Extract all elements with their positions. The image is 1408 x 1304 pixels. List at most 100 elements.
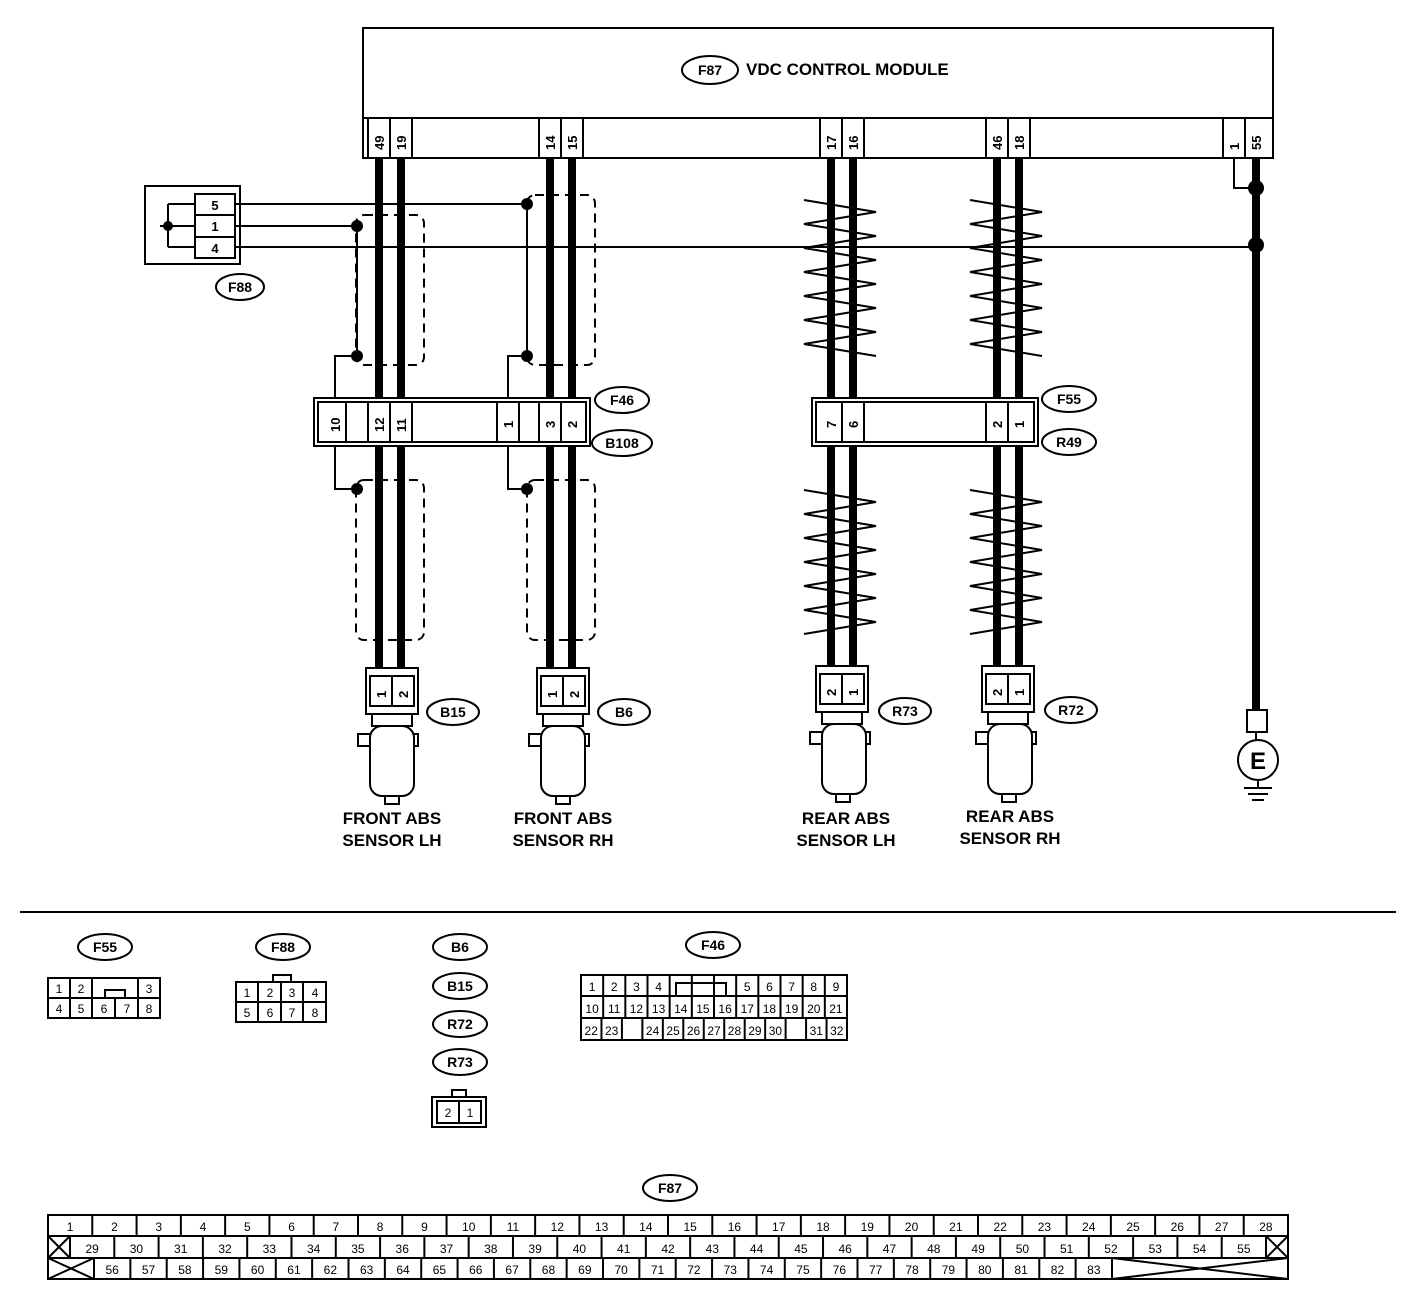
pin-cell: 20 [807, 1002, 821, 1016]
pin-cell: 13 [595, 1220, 609, 1234]
f88-pin: 5 [211, 198, 218, 213]
pin-cell: 19 [785, 1002, 799, 1016]
pin-cell: 7 [124, 1002, 131, 1016]
pin-cell: 4 [312, 986, 319, 1000]
pin-cell: 76 [833, 1263, 847, 1277]
connector-badge: F88 [271, 939, 295, 955]
pin-cell: 2 [445, 1106, 452, 1120]
pin-cell: 14 [639, 1220, 653, 1234]
joint-badge: F46 [610, 392, 634, 408]
pin-cell: 28 [728, 1024, 742, 1038]
pin-cell: 68 [542, 1263, 556, 1277]
pin-cell: 1 [67, 1220, 74, 1234]
pin-cell: 11 [507, 1220, 520, 1234]
pin-cell: 32 [218, 1242, 232, 1256]
pin-cell: 15 [683, 1220, 697, 1234]
pin-cell: 34 [307, 1242, 321, 1256]
pin-cell: 73 [724, 1263, 738, 1277]
pin-cell: 12 [630, 1002, 644, 1016]
pin-cell: 54 [1193, 1242, 1207, 1256]
pin-cell: 70 [614, 1263, 628, 1277]
pin-cell: 22 [585, 1024, 599, 1038]
pin-cell: 6 [766, 980, 773, 994]
pin-cell: 59 [215, 1263, 229, 1277]
f88-pin: 4 [211, 241, 219, 256]
pin-cell: 77 [869, 1263, 883, 1277]
module-pin: 1 [1227, 143, 1242, 150]
pin-cell: 45 [794, 1242, 808, 1256]
sensor-pin: 2 [990, 689, 1005, 696]
sensor-pin: 2 [824, 689, 839, 696]
f88-wires [235, 198, 1256, 248]
pin-cell: 72 [687, 1263, 701, 1277]
module-pin: 14 [543, 135, 558, 150]
pin-cell: 43 [706, 1242, 720, 1256]
pin-cell: 17 [741, 1002, 755, 1016]
pin-cell: 6 [288, 1220, 295, 1234]
pin-cell: 46 [839, 1242, 853, 1256]
pin-cell: 19 [861, 1220, 875, 1234]
pin-cell: 65 [433, 1263, 447, 1277]
pin-cell: 18 [763, 1002, 777, 1016]
pin-cell: 22 [993, 1220, 1007, 1234]
module-badge: F87 [698, 62, 722, 78]
ground-wire: E [1233, 158, 1279, 801]
pin-cell: 29 [748, 1024, 762, 1038]
pin-cell: 3 [155, 1220, 162, 1234]
pin-cell: 11 [608, 1002, 621, 1016]
joint-pin: 11 [394, 418, 409, 432]
pin-cell: 9 [421, 1220, 428, 1234]
pin-cell: 4 [56, 1002, 63, 1016]
pin-cell: 4 [200, 1220, 207, 1234]
pin-cell: 67 [505, 1263, 519, 1277]
pin-cell: 20 [905, 1220, 919, 1234]
pin-cell: 31 [174, 1242, 188, 1256]
module-pin: 17 [824, 136, 839, 150]
pin-cell: 2 [611, 980, 618, 994]
pin-cell: 15 [696, 1002, 710, 1016]
pin-cell: 1 [589, 980, 596, 994]
pin-cell: 71 [651, 1263, 665, 1277]
pin-cell: 1 [244, 986, 251, 1000]
module-pin: 15 [565, 136, 580, 150]
pin-cell: 5 [244, 1220, 251, 1234]
sensor-label: SENSOR LH [796, 831, 895, 850]
pin-cell: 10 [585, 1002, 599, 1016]
pin-cell: 7 [289, 1006, 296, 1020]
sensor-rear-rh: 2 1 R72 REAR ABS SENSOR RH [959, 665, 1098, 848]
pin-cell: 63 [360, 1263, 374, 1277]
pin-cell: 30 [769, 1024, 783, 1038]
pin-cell: 35 [351, 1242, 365, 1256]
joint-pin: 6 [846, 421, 861, 428]
pin-cell: 3 [633, 980, 640, 994]
pin-cell: 74 [760, 1263, 774, 1277]
joint-badge: R49 [1056, 434, 1082, 450]
pin-cell: 2 [78, 982, 85, 996]
pin-cell: 49 [971, 1242, 985, 1256]
sensor-label: SENSOR LH [342, 831, 441, 850]
pin-cell: 21 [829, 1002, 843, 1016]
module-pin: 49 [372, 136, 387, 150]
pin-cell: 44 [750, 1242, 764, 1256]
pin-cell: 3 [289, 986, 296, 1000]
pin-cell: 18 [816, 1220, 830, 1234]
sensor-pin: 1 [374, 691, 389, 698]
connector-badge: R72 [447, 1016, 473, 1032]
sensor-front-lh: 1 2 B15 FRONT ABS SENSOR LH [342, 667, 480, 850]
pin-cell: 28 [1259, 1220, 1273, 1234]
pin-cell: 30 [130, 1242, 144, 1256]
joint-badge: B108 [605, 435, 639, 451]
pin-cell: 8 [377, 1220, 384, 1234]
module-pin: 19 [394, 136, 409, 150]
connector-badge: R73 [447, 1054, 473, 1070]
pin-cell: 52 [1104, 1242, 1118, 1256]
pin-cell: 10 [462, 1220, 476, 1234]
pin-cell: 56 [105, 1263, 119, 1277]
joint-pin: 1 [1012, 421, 1027, 428]
sensor-label: REAR ABS [802, 809, 890, 828]
pin-cell: 8 [810, 980, 817, 994]
joint-pin: 2 [565, 421, 580, 428]
joint-connector-left: 10 12 11 1 3 2 [313, 397, 591, 447]
pin-cell: 61 [287, 1263, 301, 1277]
